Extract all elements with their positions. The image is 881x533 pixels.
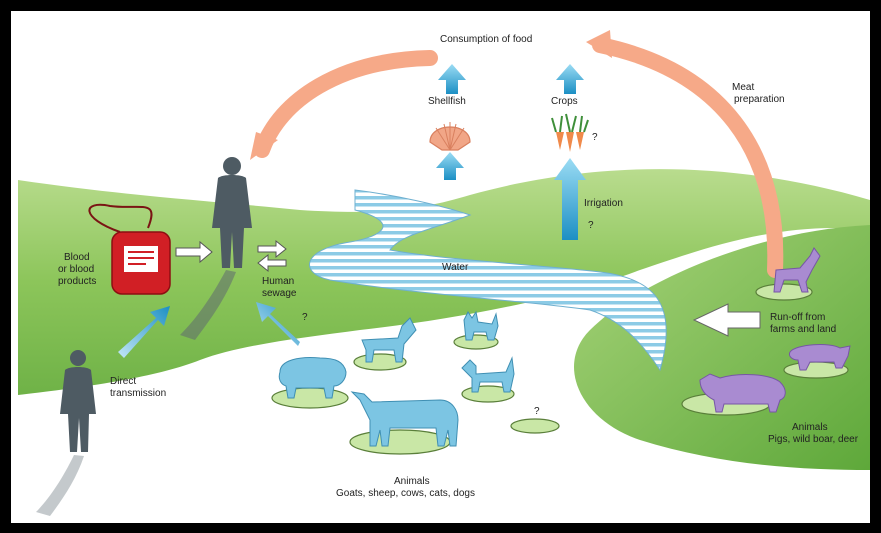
label-animals-right-1: Animals [792,422,828,433]
label-irrigation: Irrigation [584,198,623,209]
label-animals-left-2: Goats, sheep, cows, cats, dogs [336,488,475,499]
label-animals-left-1: Animals [394,476,430,487]
label-sewage-q: ? [302,312,308,323]
label-unknown-q: ? [534,406,540,417]
label-direct-1: Direct [110,376,136,387]
label-shellfish: Shellfish [428,96,466,107]
label-direct-2: transmission [110,388,166,399]
label-crops-q: ? [592,132,598,143]
label-blood-3: products [58,276,96,287]
label-blood-2: or blood [58,264,94,275]
label-runoff-2: farms and land [770,324,836,335]
label-sewage-1: Human [262,276,294,287]
label-water: Water [442,262,469,273]
label-crops: Crops [551,96,578,107]
label-blood-1: Blood [64,252,90,263]
label-sewage-2: sewage [262,288,297,299]
label-meat-prep-1: Meat [732,82,754,93]
label-animals-right-2: Pigs, wild boar, deer [768,434,859,445]
label-consumption: Consumption of food [440,34,532,45]
label-runoff-1: Run-off from [770,312,825,323]
label-meat-prep-2: preparation [734,94,785,105]
label-irrigation-q: ? [588,220,594,231]
